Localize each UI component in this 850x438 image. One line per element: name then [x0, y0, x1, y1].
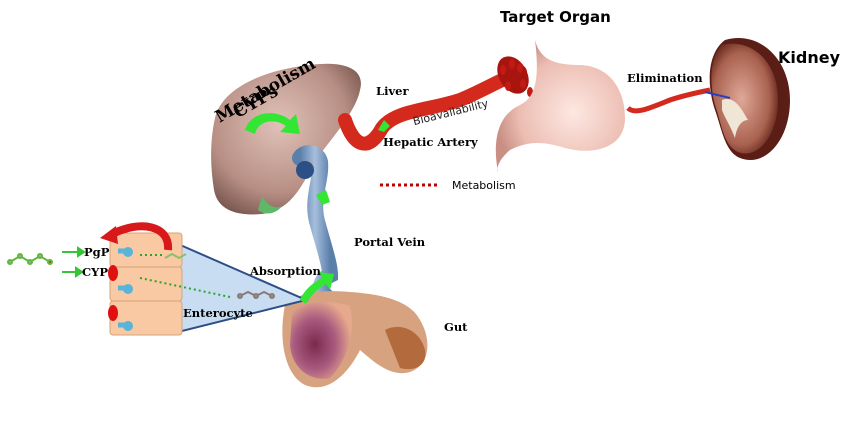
gut-organ [282, 291, 428, 388]
uptake-arrows [62, 246, 86, 278]
pgp-molecule [164, 252, 187, 260]
kidney-organ [704, 38, 790, 161]
label-kidney: Kidney [778, 48, 841, 67]
flow-arrows [245, 113, 390, 304]
label-cyp: CYP [82, 265, 109, 279]
efflux-arrowhead [100, 226, 118, 244]
gallbladder [258, 196, 282, 214]
artery-arrow [378, 120, 390, 132]
label-enterocyte: Enterocyte [183, 306, 253, 320]
label-portal-vein: Portal Vein [354, 235, 426, 249]
hepatic-artery [338, 65, 527, 151]
metabolite-molecule [237, 290, 275, 299]
cyp-transport-line [139, 277, 231, 298]
vein-opening [296, 161, 314, 179]
title-target-organ: Target Organ [500, 8, 611, 26]
elimination-vessel [626, 87, 711, 114]
portal-arrow [316, 190, 330, 205]
legend-metabolism: Metabolism [452, 179, 516, 192]
efflux-arrow [110, 222, 173, 251]
metabolism-arrow [245, 113, 300, 134]
liver-organ [211, 63, 361, 215]
drug-molecule [7, 253, 53, 265]
label-absorption: Absorption [250, 264, 321, 278]
label-liver: Liver [376, 84, 409, 98]
absorption-arrow [300, 272, 334, 304]
label-elimination: Elimination [627, 71, 703, 85]
label-hepatic-artery: Hepatic Artery [383, 135, 478, 149]
label-pgp: PgP [84, 245, 110, 259]
label-gut: Gut [444, 320, 468, 334]
stomach-organ [495, 40, 625, 172]
